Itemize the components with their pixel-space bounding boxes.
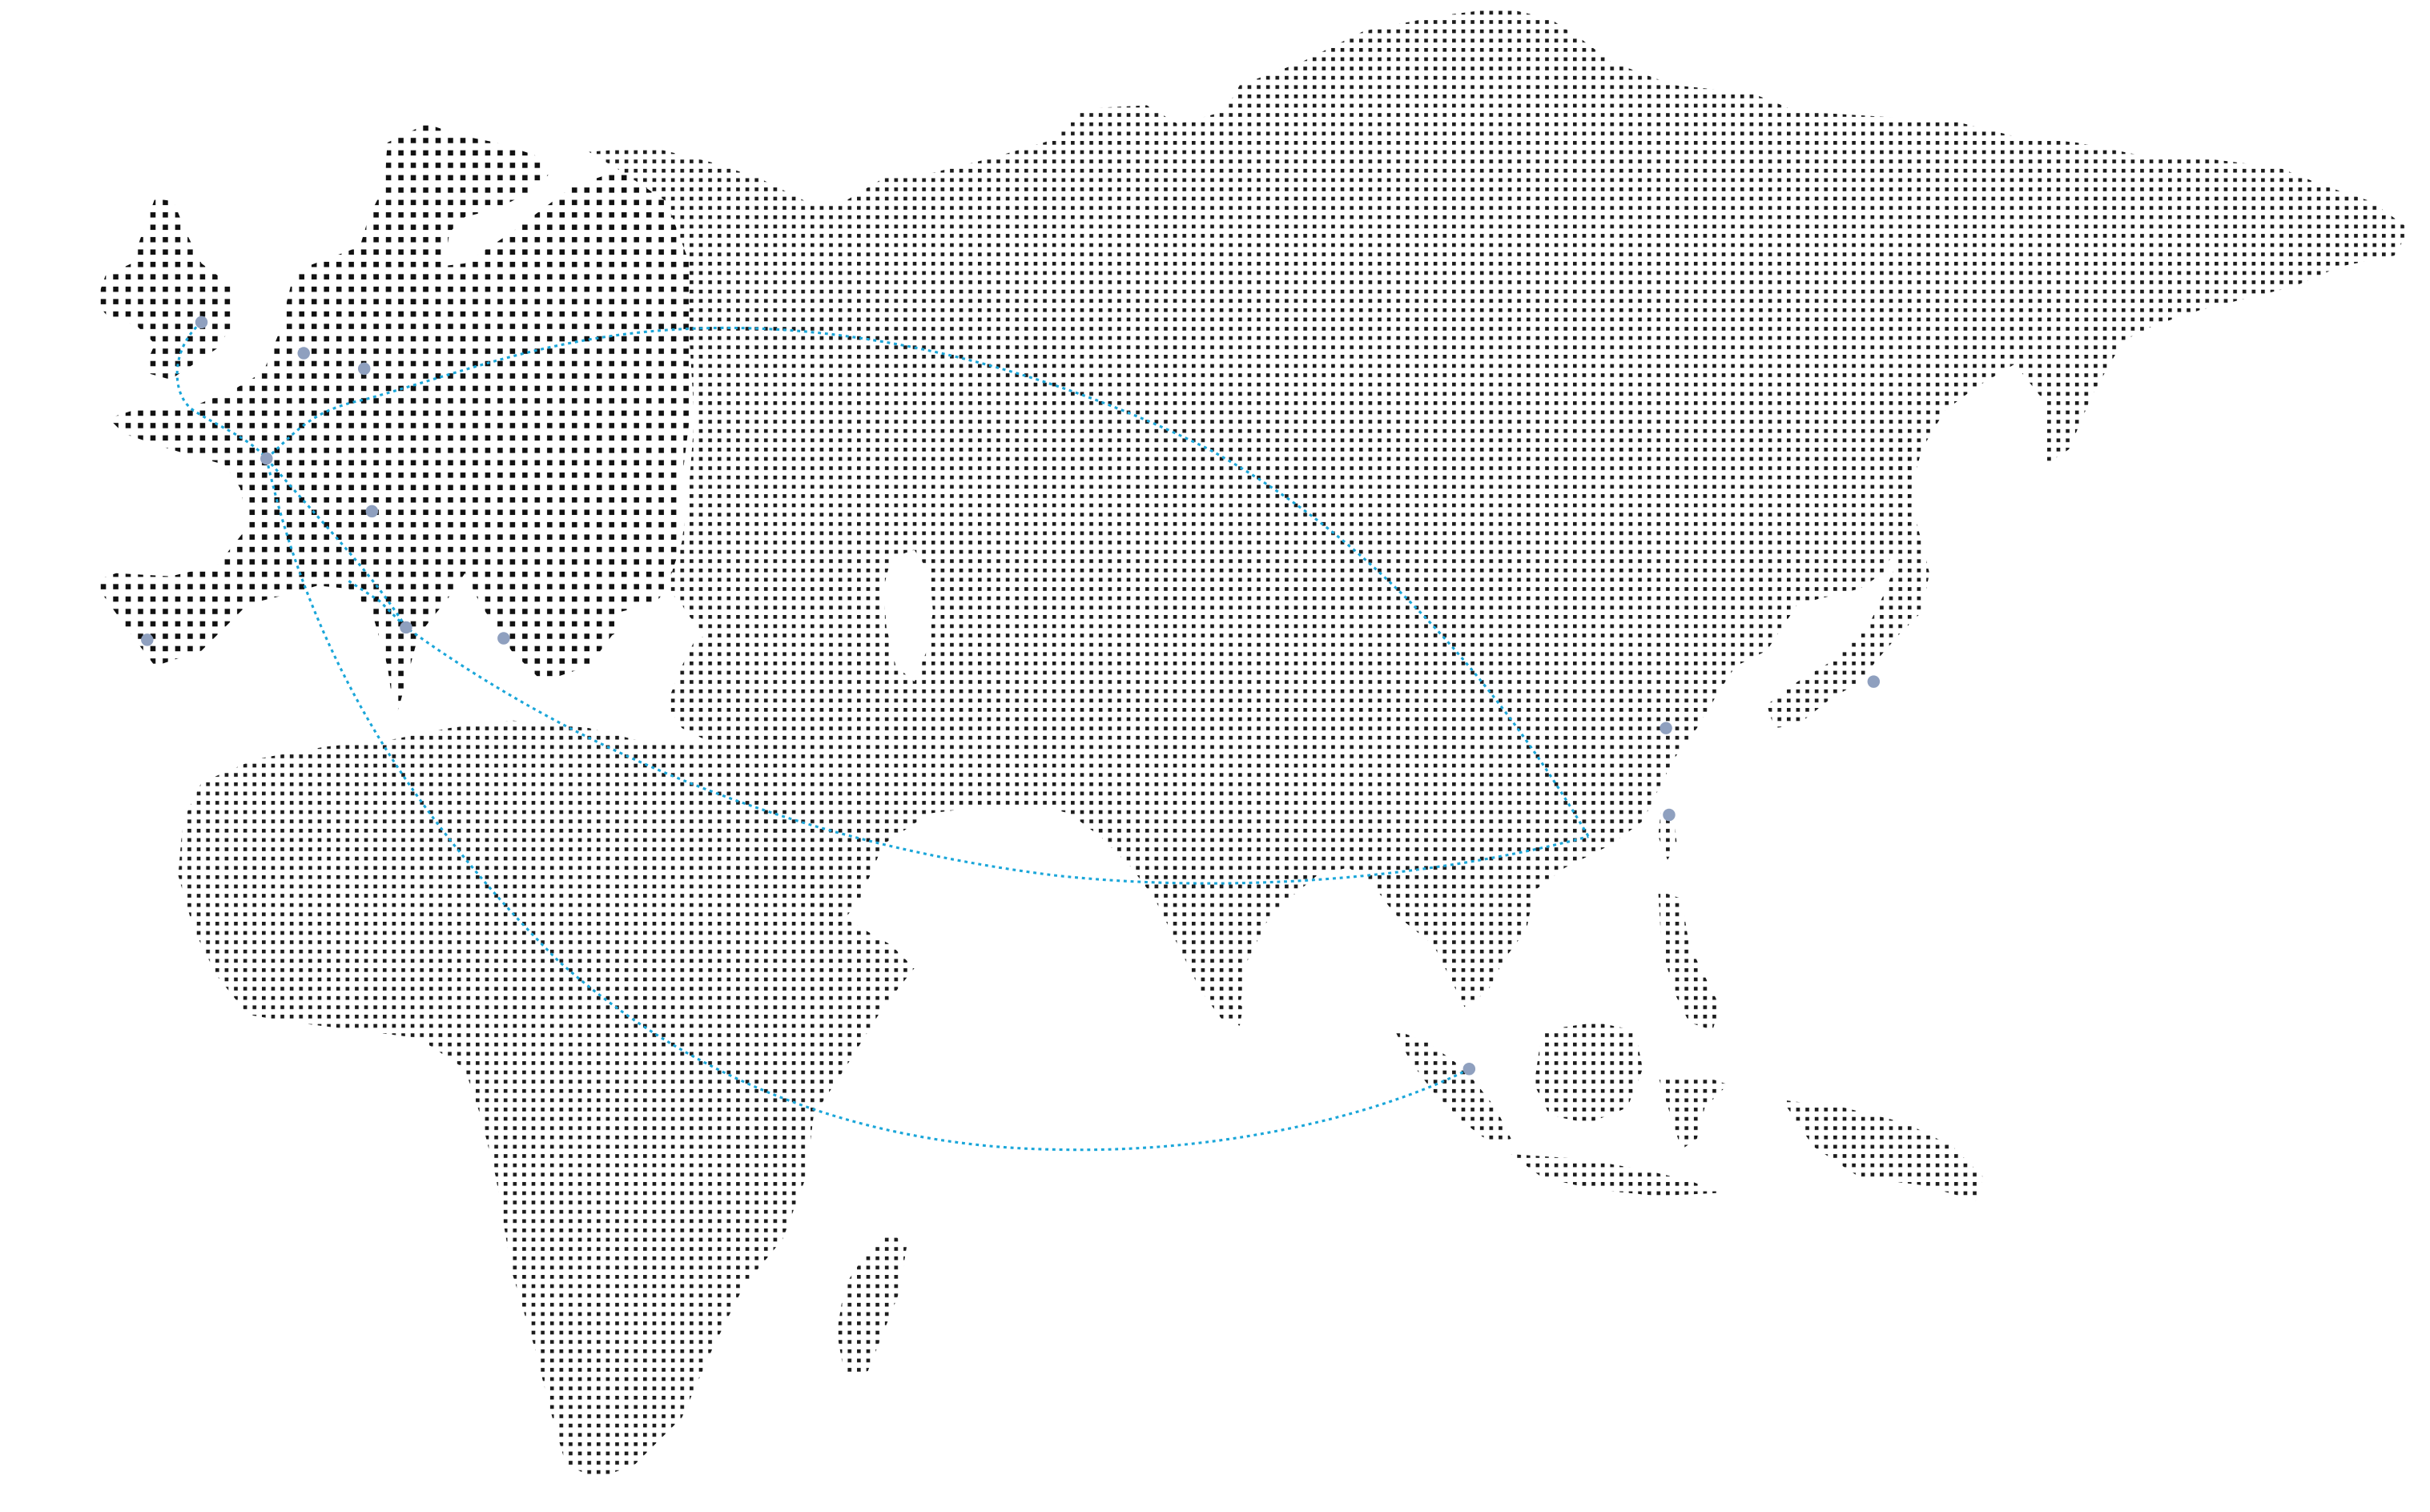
city-marker-tokyo[interactable]: [1867, 675, 1881, 688]
city-marker-milan[interactable]: [365, 505, 379, 518]
route-paris-berlin-shanghai: [265, 326, 1590, 838]
city-marker-athens[interactable]: [497, 632, 510, 645]
asia-land: [589, 7, 2410, 1023]
city-marker-taipei[interactable]: [1663, 808, 1676, 822]
route-milan-rome: [348, 580, 408, 629]
city-marker-rome[interactable]: [400, 621, 412, 634]
route-paris-singapore: [265, 458, 1470, 1152]
sulawesi-land: [1658, 1076, 1728, 1150]
borneo-land: [1534, 1022, 1643, 1124]
europe-land: [93, 170, 694, 721]
city-marker-shanghai[interactable]: [1660, 722, 1672, 734]
city-marker-madrid[interactable]: [141, 633, 154, 646]
new-guinea-land: [1782, 1100, 1984, 1201]
city-marker-paris[interactable]: [260, 452, 273, 465]
land-masses: [93, 7, 2410, 1480]
sumatra-land: [1394, 1030, 1511, 1147]
city-marker-singapore[interactable]: [1462, 1063, 1476, 1076]
japan-land: [1766, 425, 1930, 729]
city-marker-london[interactable]: [195, 316, 208, 329]
route-london-paris: [175, 321, 268, 460]
africa-land: [178, 720, 915, 1480]
madagascar-land: [836, 1231, 907, 1376]
java-land: [1511, 1154, 1720, 1196]
flight-routes: [175, 321, 1590, 1152]
british-isles-land: [95, 198, 233, 380]
route-paris-taipei: [265, 457, 1589, 885]
black-sea: [617, 604, 706, 651]
caspian-sea: [883, 549, 933, 682]
city-marker-berlin[interactable]: [357, 362, 371, 376]
sri-lanka-land: [1227, 999, 1243, 1026]
philippines-land: [1658, 891, 1720, 1031]
city-marker-amsterdam[interactable]: [297, 347, 310, 360]
